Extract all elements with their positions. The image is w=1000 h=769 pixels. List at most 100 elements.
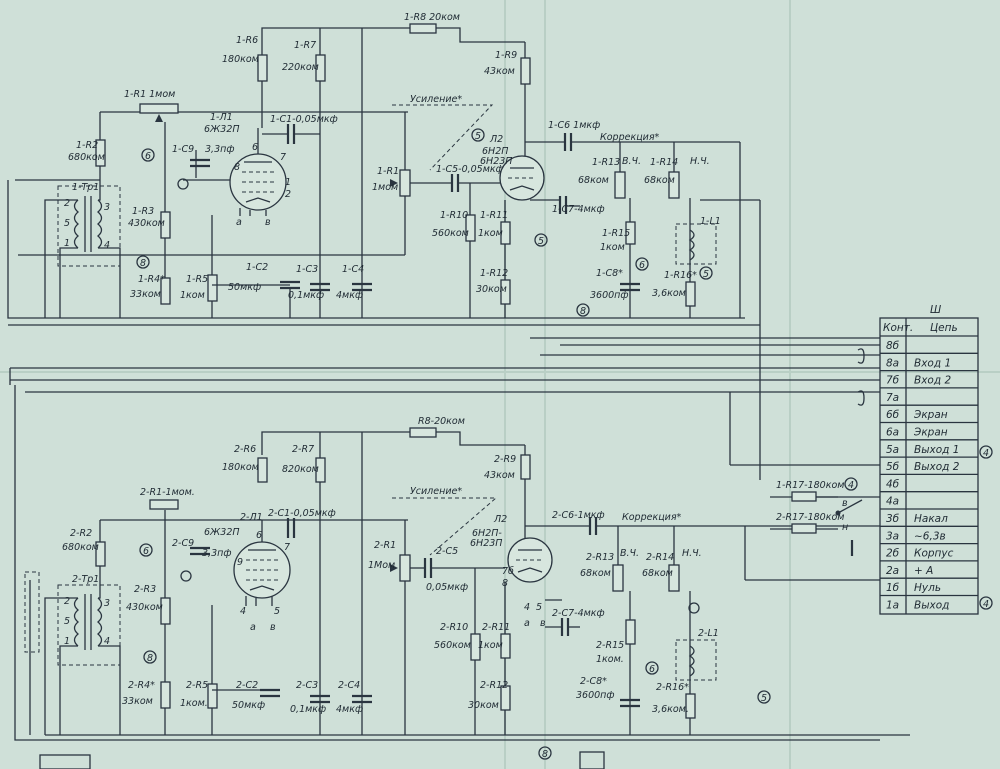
- upper-tube-l1-type: 6Ж32П: [204, 124, 240, 135]
- connector-net: Экран: [913, 427, 948, 439]
- lower-c8-value: 3600пф: [576, 690, 615, 701]
- lower-r9-label: 2-R9: [494, 454, 516, 465]
- connector-pin: 6б: [886, 409, 900, 421]
- upper-c7-label: 1-C7-4мкф: [552, 204, 605, 215]
- lower-channel: 2 5 1 3 4 2-Тр1 2-R1-1мом. 2-R2 680ком 2…: [14, 385, 910, 741]
- upper-c3-label: 1-C3: [296, 264, 318, 275]
- lower-r10: [470, 633, 481, 661]
- lower-r1-label: 2-R1-1мом.: [140, 487, 195, 498]
- lower-r12-value: 30ком: [468, 700, 499, 711]
- lower-r2-label: 2-R2: [70, 528, 92, 539]
- upper-c2-value: 50мкф: [228, 282, 261, 293]
- upper-r16: [685, 281, 696, 307]
- lower-r3-label: 2-R3: [134, 584, 156, 595]
- connector-net: Выход 1: [914, 444, 959, 456]
- upper-r12-label: 1-R12: [480, 268, 508, 279]
- lower-l1-shield: [675, 639, 717, 681]
- lower-c5-value: 0,05мкф: [426, 582, 468, 593]
- lower-r8-label: R8-20ком: [418, 416, 465, 427]
- lower-c4-value: 4мкф: [336, 704, 363, 715]
- marker-6-upper-b: 6: [639, 260, 645, 271]
- lower-r16-value: 3,6ком.: [652, 704, 689, 715]
- lower-r5: [207, 683, 218, 709]
- connector-pin: 1б: [886, 582, 900, 594]
- lower-c5-label: 2-C5: [436, 546, 458, 557]
- lower-r4-label: 2-R4*: [128, 680, 155, 691]
- lower-tube-l2-label: Л2: [493, 514, 507, 525]
- lower-r5-value: 1ком.: [180, 698, 208, 709]
- lower-r16-label: 2-R16*: [656, 682, 689, 693]
- upper-r5-label: 1-R5: [186, 274, 208, 285]
- lower-tube-pin-6: 6: [256, 530, 262, 541]
- lower-r6: [257, 457, 268, 483]
- upper-r11-label: 1-R11: [480, 210, 508, 221]
- connector-net: Вход 1: [914, 357, 951, 369]
- lower-r13-value: 68ком: [580, 568, 611, 579]
- lower-gain-pot-value: 1Мом: [368, 560, 395, 571]
- lower-r11: [500, 633, 511, 659]
- upper-r6-label: 1-R6: [236, 35, 258, 46]
- connector-net: + А: [914, 565, 933, 577]
- upper-tube-l1-label: 1-Л1: [210, 112, 233, 123]
- lower-tube-l2-pin-8: 8: [502, 578, 508, 589]
- upper-r7-value: 220ком: [282, 62, 319, 73]
- lower-gain-pot: [399, 554, 411, 582]
- lower-tube-l2-pin-7b: 7б: [502, 566, 514, 577]
- upper-channel: 2 5 1 3 4 1-Тр1 1-R1 1мом 1-R2 680ком 1-…: [7, 12, 761, 480]
- lower-hf-label: В.Ч.: [620, 548, 639, 559]
- lower-r6-value: 180ком: [222, 462, 259, 473]
- lower-r2-value: 680ком: [62, 542, 99, 553]
- lower-r2: [95, 541, 106, 567]
- lower-tube-l2-pin-4: 4: [524, 602, 530, 613]
- connector-pin: 8а: [886, 357, 899, 369]
- connector-pin: 6а: [886, 427, 899, 439]
- lower-lf-label: Н.Ч.: [682, 548, 702, 559]
- lower-tube-pin-9: 9: [237, 557, 243, 568]
- connector-net: Выход 2: [914, 461, 960, 473]
- upper-r15: [625, 221, 636, 245]
- lower-r14-label: 2-R14: [646, 552, 674, 563]
- lower-shield-terminal: [180, 570, 192, 582]
- lower-r12: [500, 685, 511, 711]
- lower-c3-label: 2-C3: [296, 680, 318, 691]
- connector-net: Вход 2: [914, 375, 951, 387]
- upper-r9: [520, 57, 531, 85]
- lower-tube-l2-pin-5: 5: [536, 602, 542, 613]
- upper-c9-value: 3,3пф: [205, 144, 234, 155]
- lower-r3: [160, 597, 171, 625]
- lower-r14-pot: [668, 564, 680, 592]
- upper-tube-pin-2: 2: [285, 189, 291, 200]
- lower-r11-label: 2-R11: [482, 622, 510, 633]
- connector-net: Накал: [914, 513, 948, 525]
- upper-c4-label: 1-C4: [342, 264, 364, 275]
- lower-tube-pin-7: 7: [284, 542, 290, 553]
- connector-pin: 5б: [886, 461, 900, 473]
- upper-tube-pin-b: в: [265, 217, 271, 228]
- upper-l1-label: 1-L1: [700, 216, 721, 227]
- lower-c7-label: 2-C7-4мкф: [552, 608, 605, 619]
- lower-tr-pin-5: 5: [64, 616, 70, 627]
- lower-r9-value: 43ком: [484, 470, 515, 481]
- upper-r15-value: 1ком: [600, 242, 625, 253]
- upper-r2-label: 1-R2: [76, 140, 98, 151]
- lower-tube-l1-label: 2-Л1: [240, 512, 263, 523]
- upper-c8-label: 1-C8*: [596, 268, 623, 279]
- connector-col-net: Цепь: [930, 322, 958, 334]
- upper-transformer-shield: [57, 185, 121, 267]
- upper-r2: [95, 139, 106, 167]
- upper-r10: [465, 214, 476, 242]
- upper-tube-pin-1: 1: [285, 177, 291, 188]
- upper-r4-value: 33ком: [130, 289, 161, 300]
- lower-tube-l2-type-1: 6Н2П-: [472, 528, 502, 539]
- lower-tube-l2-pin-a: а: [524, 618, 530, 629]
- upper-r13-value: 68ком: [578, 175, 609, 186]
- upper-r11-value: 1ком: [478, 228, 503, 239]
- upper-r13-label: 1-R13: [592, 157, 620, 168]
- connector-pin: 8б: [886, 340, 900, 352]
- lower-tube-pin-4: 4: [240, 606, 246, 617]
- upper-c3-value: 0,1мкф: [288, 290, 324, 301]
- lower-r15-value: 1ком.: [596, 654, 624, 665]
- upper-c4-value: 4мкф: [336, 290, 363, 301]
- upper-r13-pot: [614, 171, 626, 199]
